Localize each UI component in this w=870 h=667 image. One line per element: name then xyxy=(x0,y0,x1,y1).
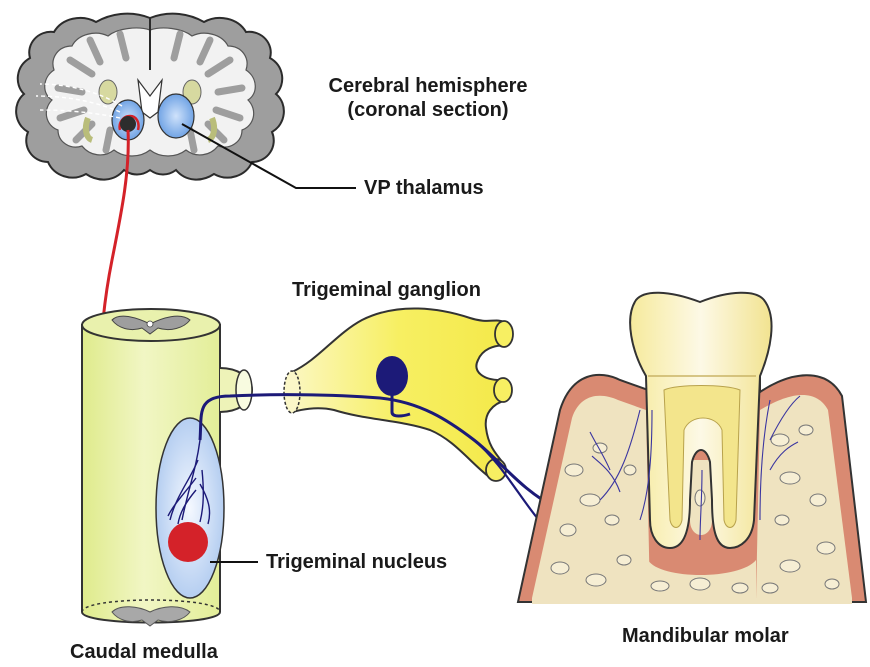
caudal-medulla xyxy=(82,309,258,626)
cerebral-hemisphere-label: Cerebral hemisphere (coronal section) xyxy=(300,74,556,122)
thalamic-neuron xyxy=(120,116,136,132)
coronal-section-subtitle: (coronal section) xyxy=(300,98,556,122)
cerebral-hemisphere-title: Cerebral hemisphere xyxy=(300,74,556,98)
pseudounipolar-soma xyxy=(376,356,408,396)
ganglion-proximal-cut xyxy=(284,371,300,413)
trigeminal-ganglion-label: Trigeminal ganglion xyxy=(292,278,481,302)
trigeminal-root-cut xyxy=(236,370,252,410)
caudal-medulla-label: Caudal medulla xyxy=(70,640,218,664)
basal-ganglia-left xyxy=(99,80,117,104)
maxillary-branch-cut xyxy=(494,378,512,402)
trigeminal-nucleus-label: Trigeminal nucleus xyxy=(266,550,447,574)
trigeminal-nucleus-region xyxy=(156,418,224,598)
vp-thalamus xyxy=(158,94,194,138)
mandibular-molar xyxy=(518,293,866,604)
vp-thalamus-label: VP thalamus xyxy=(364,176,484,200)
ophthalmic-branch-cut xyxy=(495,321,513,347)
mandibular-molar-label: Mandibular molar xyxy=(622,624,789,648)
trigeminal-nucleus-neuron xyxy=(168,522,208,562)
